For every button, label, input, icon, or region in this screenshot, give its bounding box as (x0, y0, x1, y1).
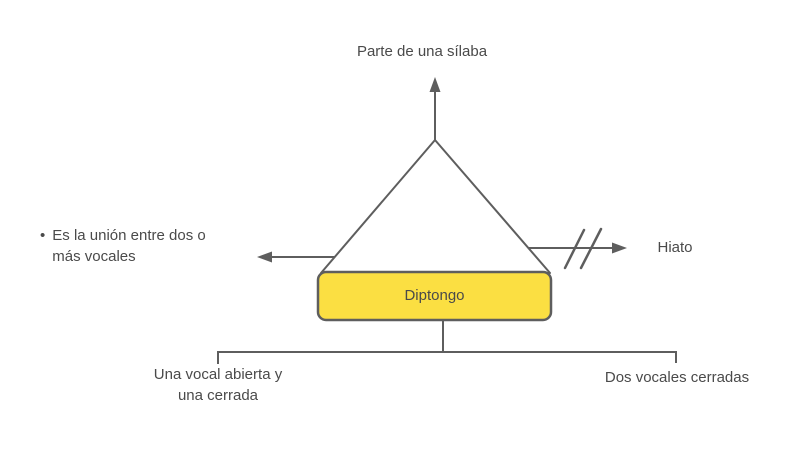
right-arrow (527, 242, 627, 254)
left-label: • Es la unión entre dos o más vocales (40, 225, 206, 267)
up-arrow (429, 77, 441, 140)
bottom-left-line1: Una vocal abierta y (153, 366, 283, 383)
diptongo-label: Diptongo (404, 287, 465, 304)
hiato-break-marks-icon (563, 227, 603, 270)
left-label-text: Es la unión entre dos o más vocales (52, 225, 205, 267)
bottom-left-label: Una vocal abierta y una cerrada (138, 364, 298, 406)
left-label-line1: Es la unión entre dos o (52, 227, 206, 244)
bottom-right-label: Dos vocales cerradas (604, 369, 750, 386)
hiato-label: Hiato (657, 239, 693, 256)
top-label: Parte de una sílaba (356, 43, 488, 60)
left-label-line2: más vocales (52, 248, 136, 265)
left-arrow (257, 251, 336, 263)
bottom-left-line2: una cerrada (177, 387, 259, 404)
diptongo-box (316, 270, 553, 322)
triangle-shape (320, 139, 551, 274)
bullet-icon: • (40, 227, 46, 244)
bottom-connector (217, 320, 677, 364)
